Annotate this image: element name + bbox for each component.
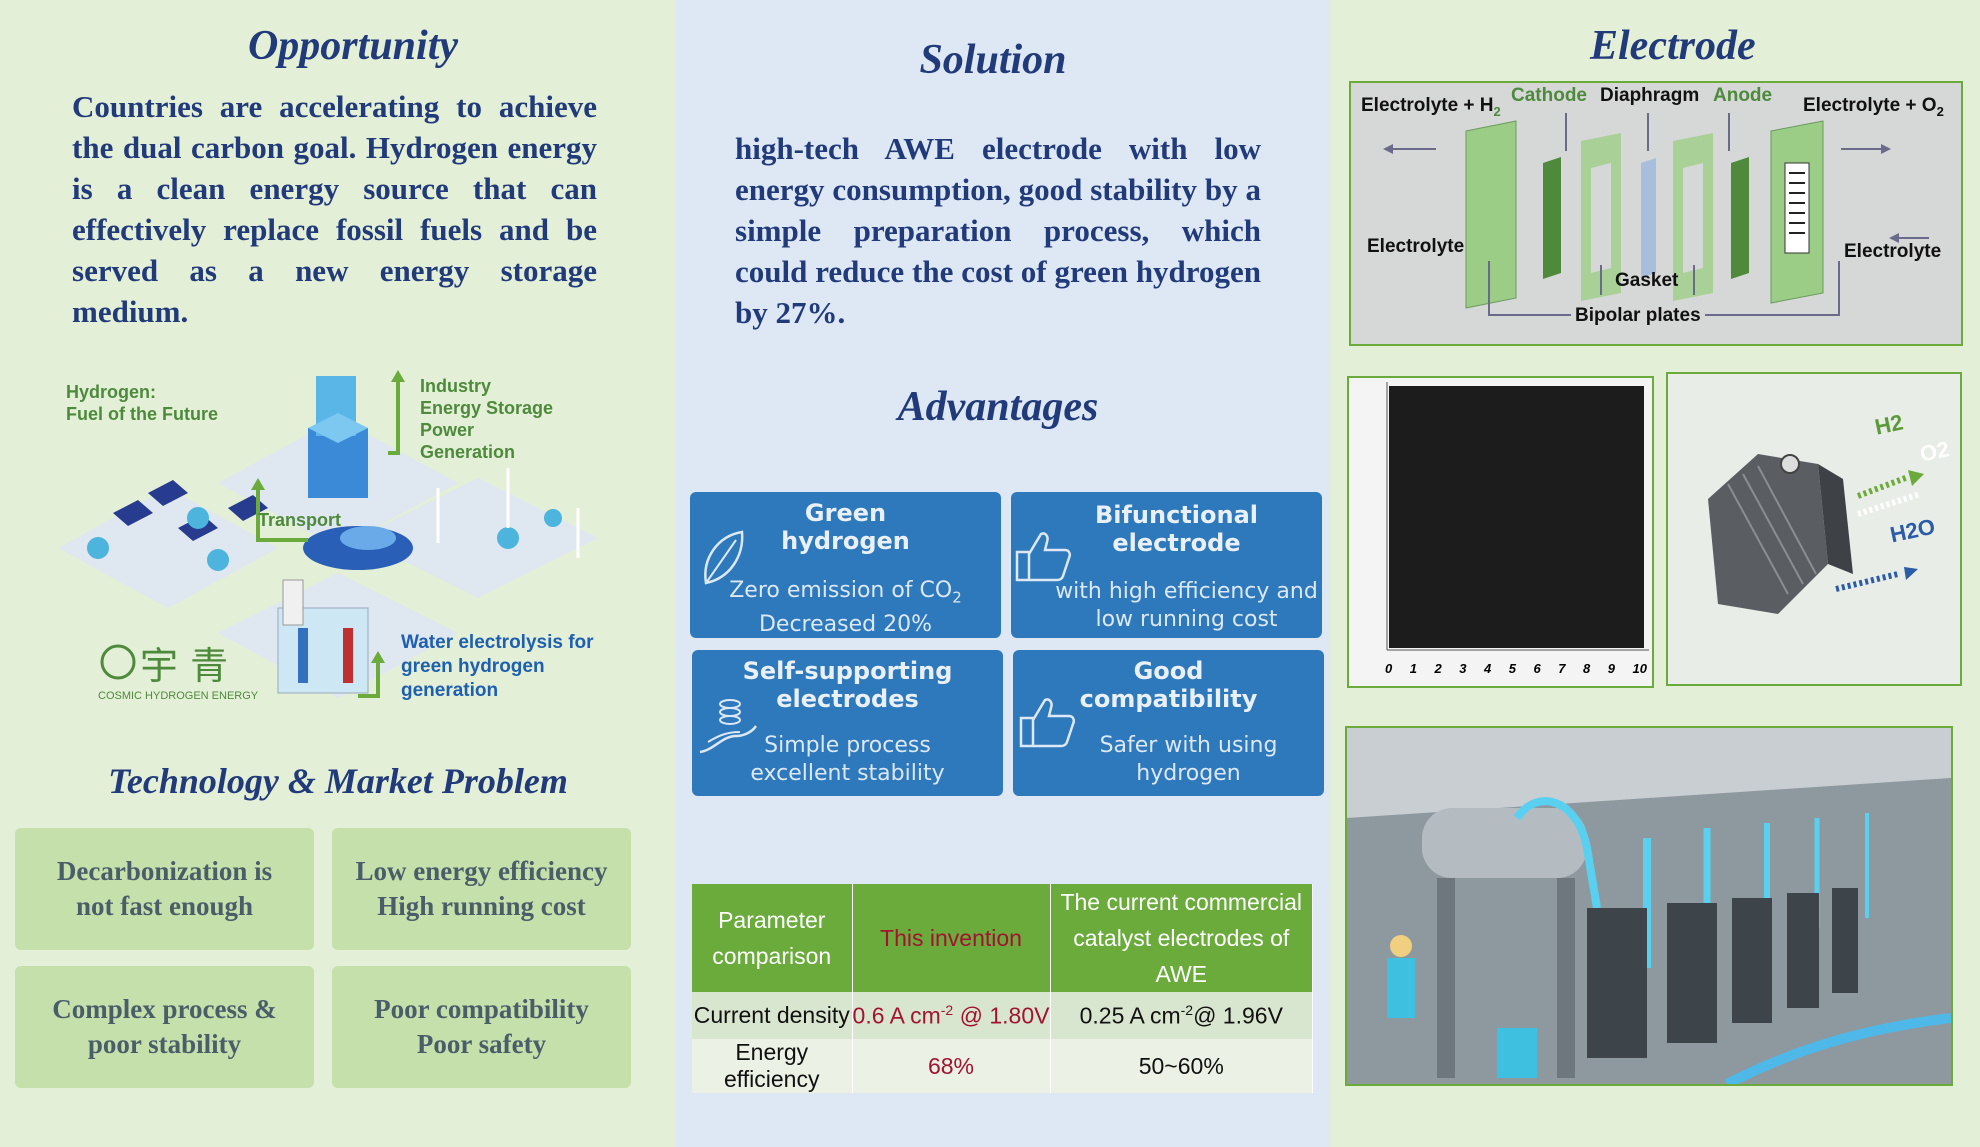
label-electrolyte-right: Electrolyte <box>1844 241 1942 262</box>
decreased-text: Decreased 20% <box>758 612 932 638</box>
table-header: The current commercial catalyst electrod… <box>1050 884 1313 992</box>
problem-card: Poor compatibility Poor safety <box>332 966 631 1088</box>
electrode-diagram: Electrolyte + H2 Cathode Diaphragm Anode… <box>1349 81 1963 346</box>
co2-text: Zero emission of CO <box>729 578 953 603</box>
label-bipolar: Bipolar plates <box>1571 305 1705 327</box>
left-column: Opportunity Countries are accelerating t… <box>0 0 676 1147</box>
table-cell: 50~60% <box>1050 1039 1313 1093</box>
label-electrolyte-o2: Electrolyte + O2 <box>1803 95 1944 119</box>
table-header-row: Parameter comparison This invention The … <box>692 884 1313 992</box>
table-cell: Current density <box>692 992 853 1039</box>
table-cell: 0.25 A cm-2@ 1.96V <box>1050 992 1313 1039</box>
electrolyzer-graphic <box>1708 454 1924 614</box>
hydrogen-scene-graphic <box>58 370 598 698</box>
leaf-icon <box>704 530 744 585</box>
label-electrolyte-h2: Electrolyte + H2 <box>1361 95 1501 119</box>
solution-text: high-tech AWE electrode with low energy … <box>735 131 1261 330</box>
thumbs-up-icon <box>1015 532 1072 582</box>
table-cell: 0.6 A cm-2 @ 1.80V <box>852 992 1051 1039</box>
advantage-desc: Safer with using hydrogen <box>1099 733 1278 786</box>
co2-subscript: 2 <box>952 588 962 607</box>
label-anode: Anode <box>1713 85 1773 106</box>
right-column: Electrode <box>1330 0 1980 1147</box>
opportunity-heading: Opportunity <box>247 23 459 69</box>
middle-column: Solution high-tech AWE electrode with lo… <box>676 0 1330 1147</box>
electrode-heading: Electrode <box>1590 23 1756 69</box>
advantage-title: Good compatibility <box>1079 657 1258 713</box>
advantage-title: Bifunctional electrode <box>1094 501 1259 557</box>
table-cell: Energy efficiency <box>692 1039 853 1093</box>
table-row: Energy efficiency 68% 50~60% <box>692 1039 1313 1093</box>
advantage-card-bifunctional: Bifunctional electrode with high efficie… <box>1011 492 1322 638</box>
ruler-graphic <box>1386 382 1649 651</box>
illustration-transport: Transport <box>258 510 342 530</box>
advantage-title: Self-supporting electrodes <box>742 657 953 713</box>
table-header: Parameter comparison <box>692 884 853 992</box>
table-row: Current density 0.6 A cm-2 @ 1.80V 0.25 … <box>692 992 1313 1039</box>
advantage-desc: with high efficiency and low running cos… <box>1055 579 1318 632</box>
comparison-table: Parameter comparison This invention The … <box>692 884 1313 1093</box>
electrode-stack-graphic <box>1383 113 1929 316</box>
label-cathode: Cathode <box>1511 85 1587 106</box>
electrolyzer-render: H2 O2 H2O <box>1666 372 1962 686</box>
advantages-heading: Advantages <box>897 384 1099 430</box>
hydrogen-illustration: Hydrogen: Fuel of the Future Industry En… <box>58 368 638 720</box>
problems-heading: Technology & Market Problem <box>108 761 568 801</box>
problem-card: Decarbonization is not fast enough <box>15 828 314 950</box>
table-cell: 68% <box>852 1039 1051 1093</box>
table-header: This invention <box>852 884 1051 992</box>
solution-heading: Solution <box>919 37 1067 83</box>
illustration-title: Hydrogen: Fuel of the Future <box>66 382 218 424</box>
label-gasket: Gasket <box>1615 270 1679 291</box>
problem-card: Complex process & poor stability <box>15 966 314 1088</box>
advantage-card-compatibility: Good compatibility Safer with using hydr… <box>1013 650 1324 796</box>
illustration-electrolysis: Water electrolysis for green hydrogen ge… <box>401 632 594 701</box>
advantage-card-self-supporting: Self-supporting electrodes Simple proces… <box>692 650 1003 796</box>
label-diaphragm: Diaphragm <box>1600 85 1700 106</box>
plant-graphic <box>1347 728 1951 1084</box>
label-electrolyte-left: Electrolyte <box>1367 236 1465 257</box>
advantage-desc: Simple process excellent stability <box>750 733 945 786</box>
logo-text: 宇 青 <box>140 644 229 688</box>
opportunity-text: Countries are accelerating to achieve th… <box>72 89 597 329</box>
logo-caption: COSMIC HYDROGEN ENERGY <box>98 690 259 702</box>
advantage-title: Green hydrogen <box>781 499 910 555</box>
illustration-uses: Industry Energy Storage Power Generation <box>420 376 554 462</box>
plant-render <box>1345 726 1953 1086</box>
thumbs-up-icon <box>1019 698 1076 748</box>
hand-coins-icon <box>699 699 758 754</box>
problem-card: Low energy efficiency High running cost <box>332 828 631 950</box>
